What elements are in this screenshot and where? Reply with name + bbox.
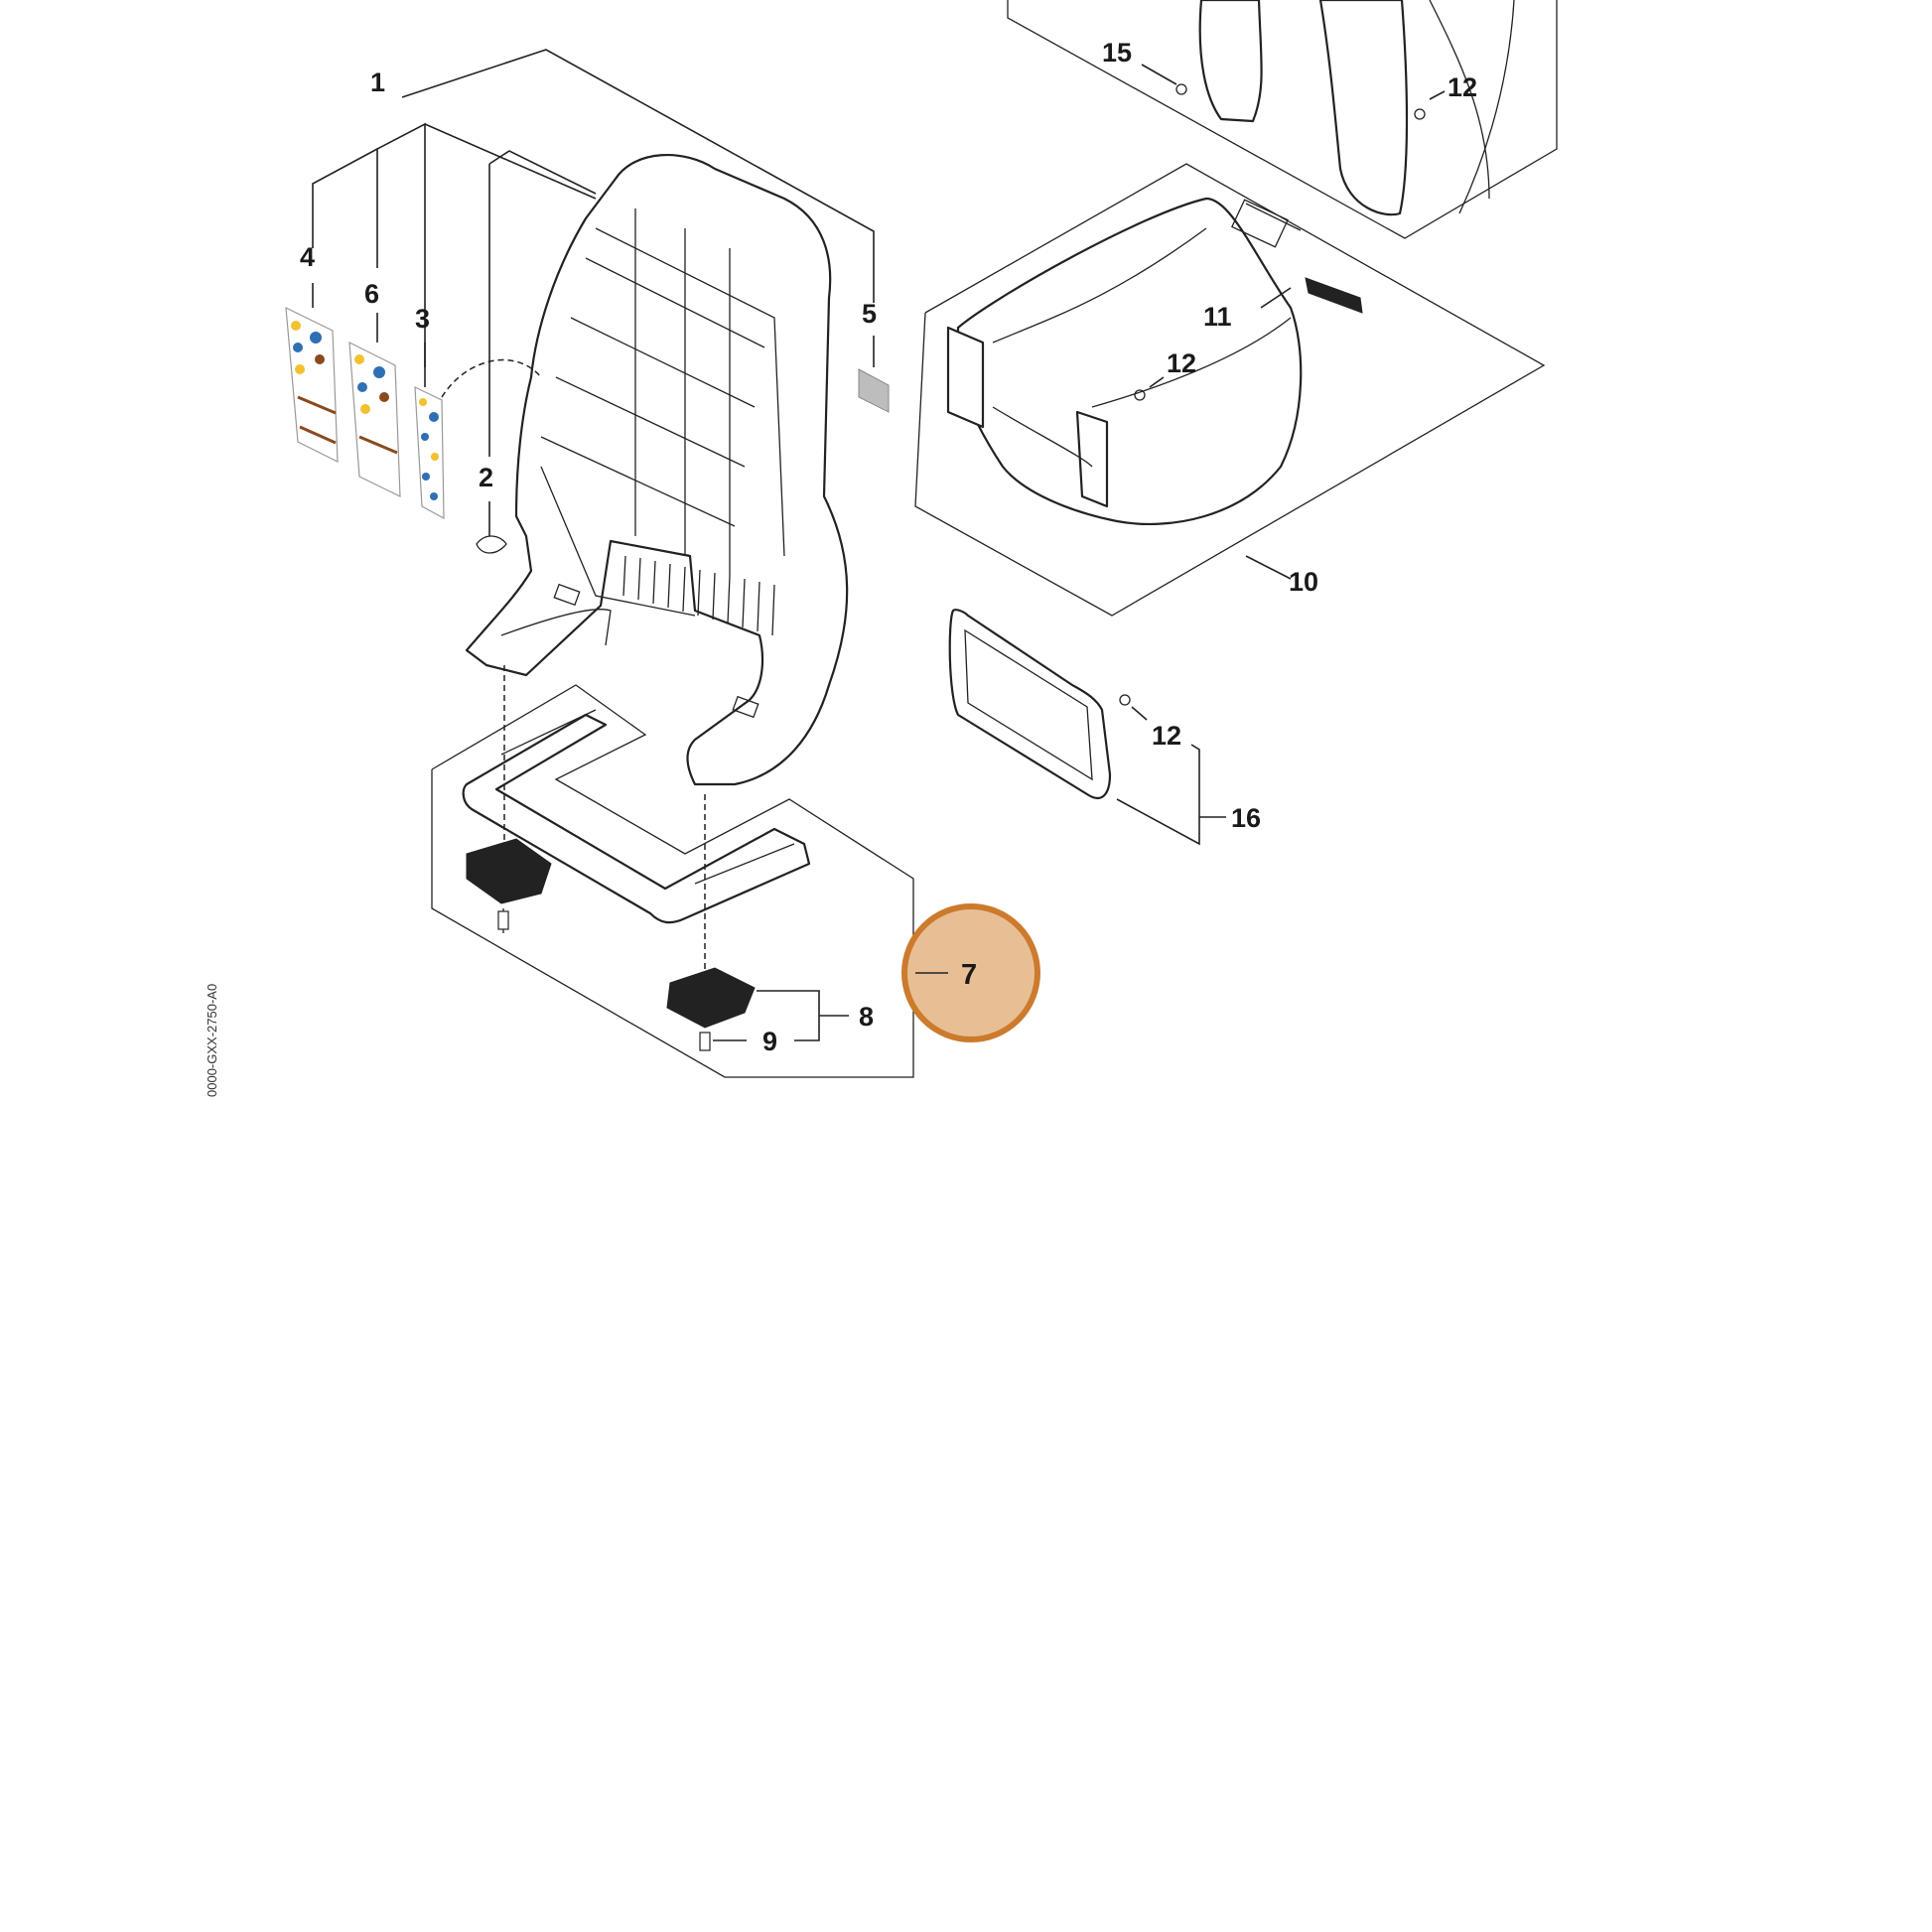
screw-part-12-top	[1414, 108, 1426, 120]
top-housing-assembly	[1007, 0, 1558, 239]
nut-part-15	[1175, 83, 1187, 95]
callout-7[interactable]: 7	[961, 959, 977, 991]
screw-part-12-mid	[1134, 389, 1146, 401]
callout-4[interactable]: 4	[300, 242, 315, 272]
callout-6[interactable]: 6	[364, 279, 379, 309]
callout-12-mid[interactable]: 12	[1167, 348, 1196, 378]
clip-part-2	[476, 535, 507, 554]
foot-pad-left	[466, 838, 552, 933]
plate-part-16	[948, 609, 1112, 799]
small-plate-part-5	[858, 368, 890, 413]
callout-10[interactable]: 10	[1289, 567, 1318, 597]
leader-lines	[312, 49, 1446, 1041]
hip-pad-part-10	[914, 163, 1546, 617]
callout-labels[interactable]: 1 4 6 3 2 5 15 12 11 12 10 12 16 8 9 7	[300, 38, 1477, 1056]
warning-label-part-3	[414, 386, 445, 520]
callout-11[interactable]: 11	[1203, 302, 1232, 332]
callout-2[interactable]: 2	[479, 463, 493, 492]
warning-label-part-4	[285, 306, 339, 463]
callout-15[interactable]: 15	[1102, 38, 1132, 68]
foot-pad-part-8	[666, 967, 756, 1029]
back-frame-part	[465, 154, 849, 786]
callout-16[interactable]: 16	[1231, 803, 1261, 833]
drawing-code: 0000-GXX-2750-A0	[205, 984, 219, 1097]
screw-part-9	[699, 1032, 711, 1051]
callout-9[interactable]: 9	[762, 1027, 777, 1056]
callout-8[interactable]: 8	[859, 1002, 874, 1032]
callout-3[interactable]: 3	[415, 304, 430, 334]
frame-ribs	[622, 555, 775, 636]
callout-12-top[interactable]: 12	[1448, 72, 1477, 102]
callout-12-low[interactable]: 12	[1152, 721, 1181, 751]
callout-5[interactable]: 5	[862, 299, 877, 329]
highlight-marker	[901, 903, 1040, 1042]
base-frame-part-7	[431, 684, 914, 1078]
screw-part-12-low	[1119, 694, 1131, 706]
callout-1[interactable]: 1	[370, 68, 385, 97]
warning-label-part-6	[348, 341, 401, 497]
